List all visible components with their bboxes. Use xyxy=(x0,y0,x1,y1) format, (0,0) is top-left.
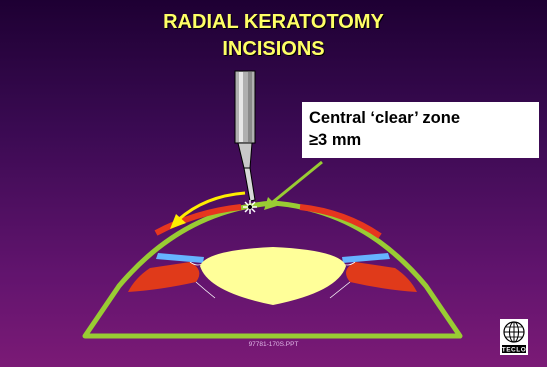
callout-line1: Central ‘clear’ zone xyxy=(309,107,532,129)
slide-title-line2: INCISIONS xyxy=(0,37,547,62)
callout-line2: ≥3 mm xyxy=(309,129,532,151)
iris-right xyxy=(342,253,390,263)
logo-text: TECLO xyxy=(502,347,527,354)
slide-title-line1: RADIAL KERATOTOMY xyxy=(0,10,547,35)
globe-logo-icon: TECLO xyxy=(500,319,528,355)
footer-filename: 97781-170S.PPT xyxy=(0,341,547,348)
green-arrow xyxy=(268,162,322,206)
iris-left xyxy=(156,253,204,263)
callout-box: Central ‘clear’ zone ≥3 mm xyxy=(302,102,539,158)
lens xyxy=(200,247,346,305)
scalpel-icon xyxy=(235,71,255,201)
incision-star-icon xyxy=(243,200,257,214)
